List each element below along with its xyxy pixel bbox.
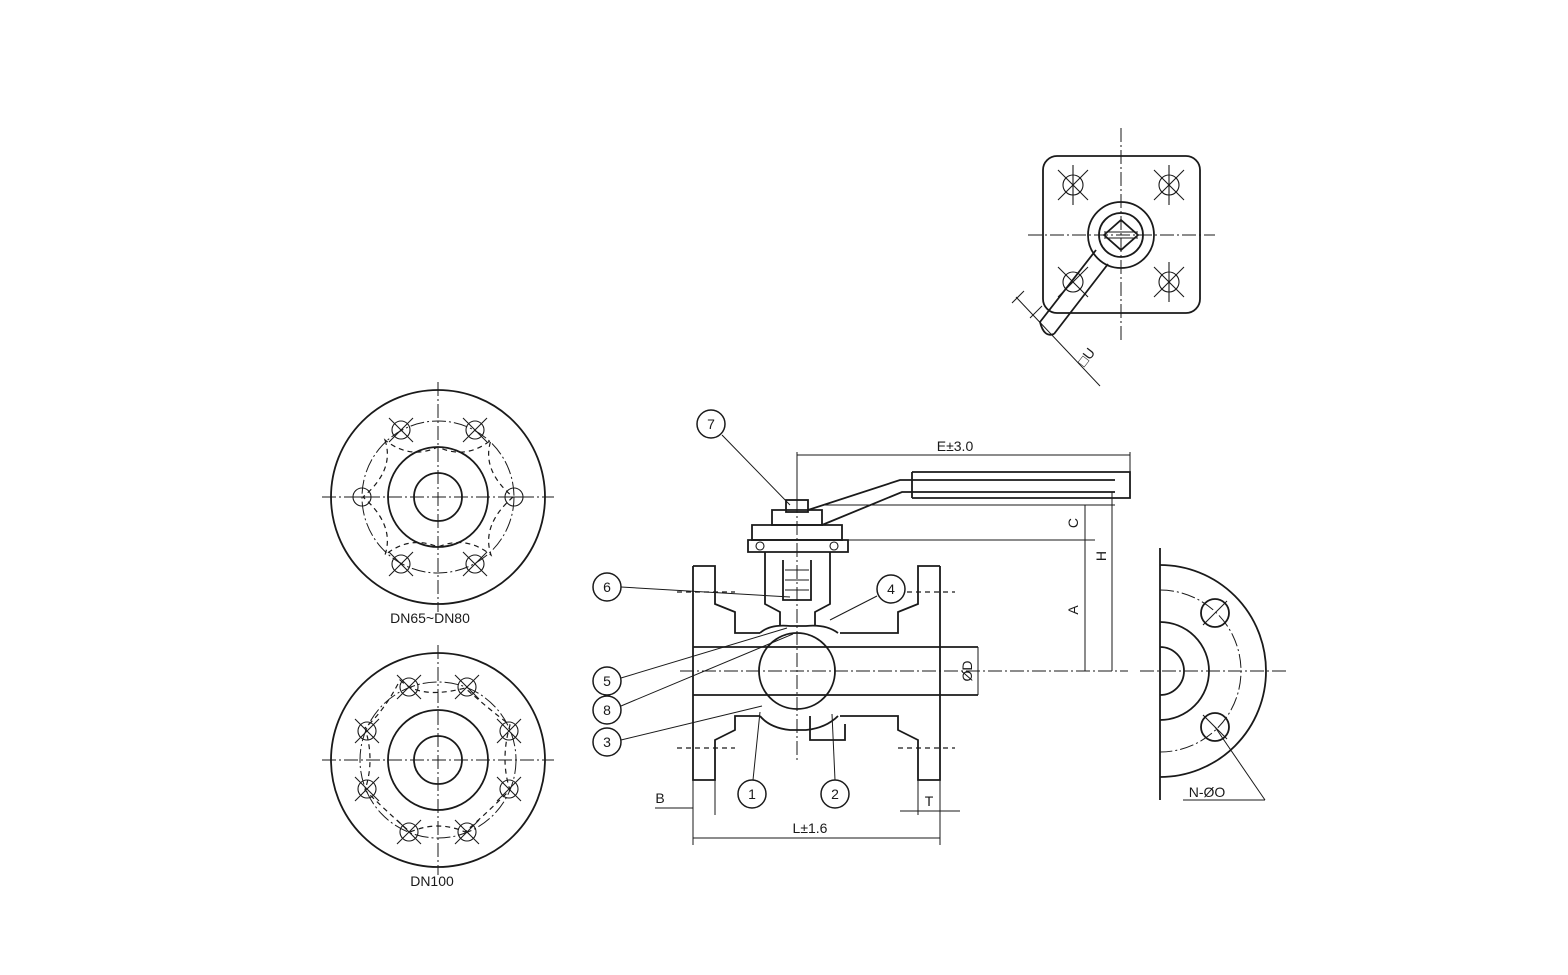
top-pad-view: □U — [1011, 128, 1215, 387]
dim-l-label: L±1.6 — [793, 820, 828, 836]
balloon-2 — [820, 779, 850, 809]
balloon-4-label: 4 — [887, 581, 895, 597]
balloon-3-label: 3 — [603, 734, 611, 750]
flange-view-dn65-dn80: DN65~DN80 — [322, 382, 554, 626]
balloon-7 — [696, 409, 726, 439]
balloon-8-label: 8 — [603, 702, 611, 718]
balloon-8 — [592, 695, 622, 725]
dim-b-label: B — [655, 790, 664, 806]
balloon-6-label: 6 — [603, 579, 611, 595]
part-balloons: 7 6 4 5 8 3 1 2 — [592, 409, 906, 809]
balloon-7-label: 7 — [707, 416, 715, 432]
balloon-5 — [592, 666, 622, 696]
dim-c-label: C — [1065, 518, 1081, 528]
side-flange-view: N-ØO — [1140, 548, 1288, 801]
balloon-3 — [592, 727, 622, 757]
dim-n-label: N-ØO — [1189, 784, 1226, 800]
balloon-1-label: 1 — [748, 786, 756, 802]
balloon-1 — [737, 779, 767, 809]
flange-view-dn100: DN100 — [322, 645, 554, 889]
balloon-2-label: 2 — [831, 786, 839, 802]
dim-a-label: A — [1065, 605, 1081, 615]
balloon-4 — [876, 574, 906, 604]
dim-u-label: □U — [1074, 345, 1098, 369]
dim-d-label: ØD — [959, 661, 975, 682]
balloon-6 — [592, 572, 622, 602]
dim-t-label: T — [925, 793, 934, 809]
flange-label-dn100: DN100 — [410, 873, 454, 889]
dim-e-label: E±3.0 — [937, 438, 974, 454]
balloon-5-label: 5 — [603, 673, 611, 689]
valve-section-view: E±3.0 C H A ØD B T L±1.6 — [655, 438, 1131, 845]
dim-h-label: H — [1093, 551, 1109, 561]
flange-label-dn65-dn80: DN65~DN80 — [390, 610, 470, 626]
